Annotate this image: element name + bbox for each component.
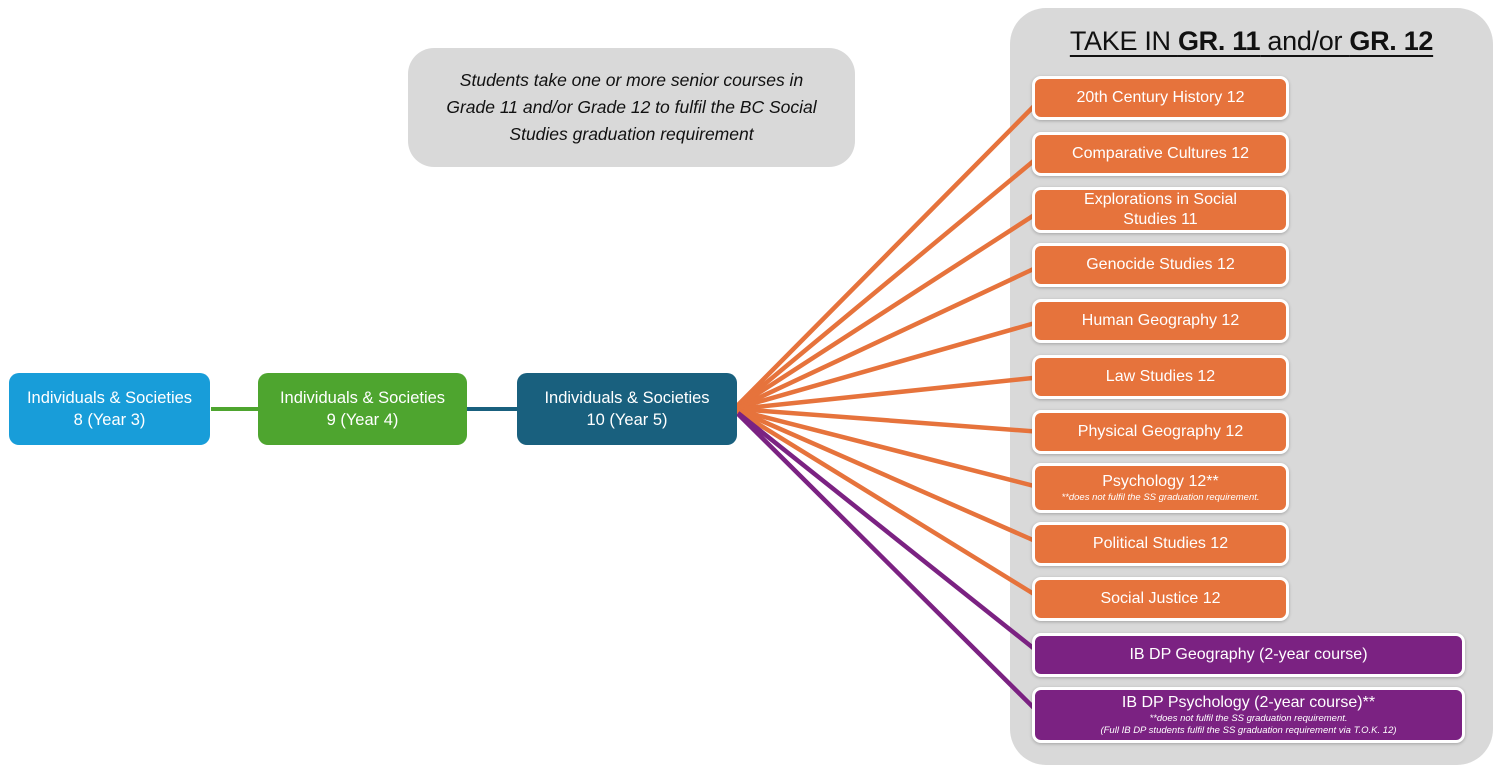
pathway-box-individuals-societies-10: Individuals & Societies 10 (Year 5)	[517, 373, 737, 445]
pathway-8-label-line1: Individuals & Societies	[26, 388, 193, 407]
course-box-genocide-studies-12: Genocide Studies 12	[1032, 243, 1289, 287]
course-label: IB DP Psychology (2-year course)**	[1121, 694, 1376, 712]
course-footnote-2: (Full IB DP students fulfil the SS gradu…	[1100, 725, 1397, 736]
course-box-law-studies-12: Law Studies 12	[1032, 355, 1289, 399]
pathway-8-label-line2: 8 (Year 3)	[73, 411, 146, 429]
pathway-box-individuals-societies-8: Individuals & Societies 8 (Year 3)	[9, 373, 210, 445]
course-box-psychology-12: Psychology 12** **does not fulfil the SS…	[1032, 463, 1289, 513]
course-label: Comparative Cultures 12	[1072, 145, 1249, 162]
course-label: Genocide Studies 12	[1086, 256, 1235, 273]
course-box-explorations-in-social-studies-11: Explorations in Social Studies 11	[1032, 187, 1289, 233]
panel-title-gr12: GR. 12	[1349, 26, 1434, 56]
course-label: Social Justice 12	[1100, 590, 1221, 607]
course-box-social-justice-12: Social Justice 12	[1032, 577, 1289, 621]
course-box-physical-geography-12: Physical Geography 12	[1032, 410, 1289, 454]
course-box-ib-dp-psychology: IB DP Psychology (2-year course)** **doe…	[1032, 687, 1465, 743]
course-label: Psychology 12**	[1102, 473, 1219, 491]
course-label: Explorations in Social Studies 11	[1084, 191, 1237, 228]
course-label: Law Studies 12	[1105, 368, 1216, 385]
pathway-10-label-line2: 10 (Year 5)	[586, 411, 668, 429]
note-text: Students take one or more senior courses…	[446, 69, 817, 145]
panel-title-part1: TAKE IN	[1069, 26, 1178, 56]
course-label: Human Geography 12	[1081, 312, 1240, 329]
course-box-human-geography-12: Human Geography 12	[1032, 299, 1289, 343]
panel-title-part3: and/or	[1260, 26, 1350, 56]
pathway-10-label-line1: Individuals & Societies	[544, 388, 710, 407]
course-box-20th-century-history-12: 20th Century History 12	[1032, 76, 1289, 120]
purple-fan-lines	[736, 411, 1044, 718]
note-bubble: Students take one or more senior courses…	[408, 48, 855, 167]
panel-title: TAKE IN GR. 11 and/or GR. 12	[1010, 26, 1493, 57]
course-footnote: **does not fulfil the SS graduation requ…	[1149, 713, 1348, 725]
pathway-box-individuals-societies-9: Individuals & Societies 9 (Year 4)	[258, 373, 467, 445]
course-box-political-studies-12: Political Studies 12	[1032, 522, 1289, 566]
course-label: IB DP Geography (2-year course)	[1129, 646, 1368, 663]
pathway-9-label-line1: Individuals & Societies	[279, 388, 446, 407]
course-box-comparative-cultures-12: Comparative Cultures 12	[1032, 132, 1289, 176]
course-label: Physical Geography 12	[1077, 423, 1244, 440]
panel-title-gr11: GR. 11	[1177, 26, 1261, 56]
course-label: Political Studies 12	[1092, 535, 1229, 552]
pathway-9-label-line2: 9 (Year 4)	[326, 411, 399, 429]
course-label: 20th Century History 12	[1076, 89, 1245, 106]
course-box-ib-dp-geography: IB DP Geography (2-year course)	[1032, 633, 1465, 677]
orange-fan-lines	[735, 96, 1044, 601]
course-footnote: **does not fulfil the SS graduation requ…	[1061, 492, 1260, 504]
